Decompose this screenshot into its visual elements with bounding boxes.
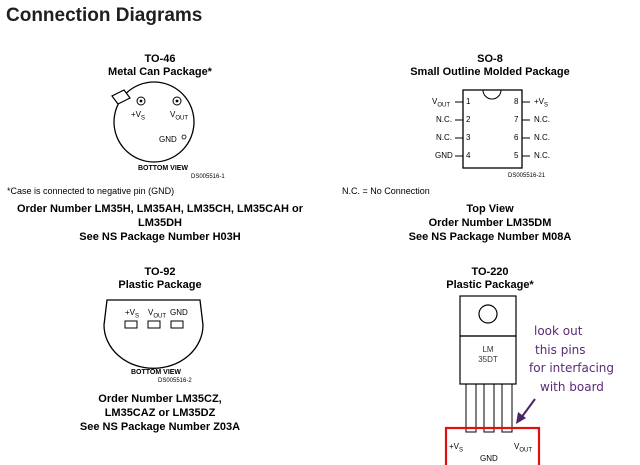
so8-right-pin-5-num: 5 — [514, 151, 519, 160]
annotation-line4: with board — [540, 380, 604, 394]
to46-order-line2: LM35DH — [137, 217, 182, 229]
so8-right-pin-7-num: 7 — [514, 115, 519, 124]
so8-view: Top View — [466, 203, 514, 215]
to46-pin-vs: +VS — [131, 110, 146, 122]
to46-order-line3: See NS Package Number H03H — [79, 231, 241, 243]
to92-bottom-view: BOTTOM VIEW — [131, 369, 182, 376]
to92-ds: DS005516-2 — [158, 378, 192, 384]
so8-left-pin-1-num: 1 — [466, 97, 471, 106]
to46-order-line1: Order Number LM35H, LM35AH, LM35CH, LM35… — [16, 203, 304, 215]
to46-subtitle: Metal Can Package* — [108, 66, 212, 78]
to46-name: TO-46 — [144, 53, 176, 65]
so8-right-pin-7-label: N.C. — [534, 115, 550, 124]
to220-subtitle: Plastic Package* — [446, 279, 534, 291]
to92-order-line3: See NS Package Number Z03A — [79, 421, 241, 433]
to92-subtitle: Plastic Package — [118, 279, 202, 291]
page-title: Connection Diagrams — [6, 5, 203, 26]
so8-name: SO-8 — [477, 53, 503, 65]
to46-footnote: *Case is connected to negative pin (GND) — [7, 186, 175, 196]
annotation-line1: look out — [534, 324, 583, 338]
so8-right-pin-5-label: N.C. — [534, 151, 550, 160]
so8-left-pin-3-label: N.C. — [436, 133, 452, 142]
so8-order-line2: See NS Package Number M08A — [408, 231, 572, 243]
so8-ds: DS005516-21 — [508, 173, 546, 179]
so8-left-pin-4-label: GND — [435, 151, 453, 160]
to46-pin-gnd: GND — [159, 135, 177, 144]
so8-left-pin-2-label: N.C. — [436, 115, 452, 124]
to46-bottom-view: BOTTOM VIEW — [138, 165, 189, 172]
so8-order-line1: Order Number LM35DM — [428, 217, 552, 229]
so8-right-pin-6-num: 6 — [514, 133, 519, 142]
annotation-line3: for interfacing — [529, 361, 615, 375]
so8-left-pin-1-label: VOUT — [432, 97, 451, 109]
so8-subtitle: Small Outline Molded Package — [410, 66, 570, 78]
so8-nc-note: N.C. = No Connection — [342, 186, 430, 196]
to220-body-line1: LM — [482, 345, 494, 354]
to92-pin-vs: +VS — [125, 308, 140, 320]
to92-order-line2: LM35CAZ or LM35DZ — [104, 407, 216, 419]
to92-name: TO-92 — [144, 266, 176, 278]
so8-right-pin-8-label: +VS — [534, 97, 549, 109]
to220-pin-gnd: GND — [480, 454, 498, 463]
so8-left-pin-4-num: 4 — [466, 151, 471, 160]
to220-pin-vout: VOUT — [514, 442, 533, 454]
so8-right-pin-8-num: 8 — [514, 97, 519, 106]
to220-name: TO-220 — [471, 266, 509, 278]
to220-body-line2: 35DT — [478, 355, 498, 364]
to92-pin-vout: VOUT — [148, 308, 167, 320]
to46-pin-vout: VOUT — [170, 110, 189, 122]
so8-left-pin-3-num: 3 — [466, 133, 471, 142]
annotation-line2: this pins — [535, 343, 586, 357]
to46-ds: DS005516-1 — [191, 174, 225, 180]
to220-pin-vs: +VS — [449, 442, 464, 454]
to92-pin-gnd: GND — [170, 308, 188, 317]
to92-order-line1: Order Number LM35CZ, — [98, 393, 222, 405]
so8-right-pin-6-label: N.C. — [534, 133, 550, 142]
so8-left-pin-2-num: 2 — [466, 115, 471, 124]
